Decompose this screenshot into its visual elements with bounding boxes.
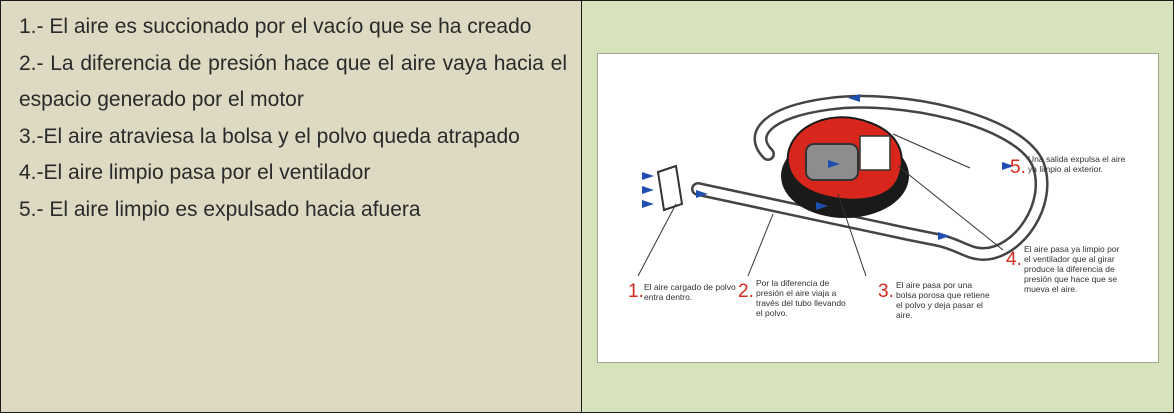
step-3: 3.-El aire atraviesa la bolsa y el polvo… xyxy=(19,124,520,148)
caption-1-number: 1. xyxy=(628,281,644,302)
caption-4-text: El aire pasa ya limpio por el ventilador… xyxy=(1024,244,1120,294)
caption-5-number: 5. xyxy=(1010,157,1026,178)
hose-inner xyxy=(693,97,1047,259)
vacuum-illustration xyxy=(637,94,1049,277)
diagram-cell: 1. El aire cargado de polvo entra dentro… xyxy=(582,0,1174,413)
motor-shape xyxy=(859,135,891,171)
vacuum-diagram: 1. El aire cargado de polvo entra dentro… xyxy=(597,53,1159,363)
caption-2-text: Por la diferencia de presión el aire via… xyxy=(756,278,846,318)
caption-3-number: 3. xyxy=(878,281,894,302)
step-1: 1.- El aire es succionado por el vacío q… xyxy=(19,15,532,38)
nozzle xyxy=(656,164,684,212)
flow-arrows xyxy=(642,94,1014,240)
caption-1-text: El aire cargado de polvo entra dentro. xyxy=(644,282,736,302)
step-4: 4.-El aire limpio pasa por el ventilador xyxy=(19,161,371,184)
caption-4-number: 4. xyxy=(1006,249,1022,270)
caption-5-text: Una salida expulsa el aire ya limpio al … xyxy=(1028,154,1126,174)
pointer-lines xyxy=(637,133,1004,277)
caption-3-text: El aire pasa por una bolsa porosa que re… xyxy=(896,280,990,320)
steps-cell: 1.- El aire es succionado por el vacío q… xyxy=(0,0,582,413)
steps-list: 1.- El aire es succionado por el vacío q… xyxy=(19,9,581,228)
step-2: 2.- La diferencia de presión hace que el… xyxy=(19,51,567,112)
caption-2-number: 2. xyxy=(738,281,754,302)
step-5: 5.- El aire limpio es expulsado hacia af… xyxy=(19,197,421,221)
